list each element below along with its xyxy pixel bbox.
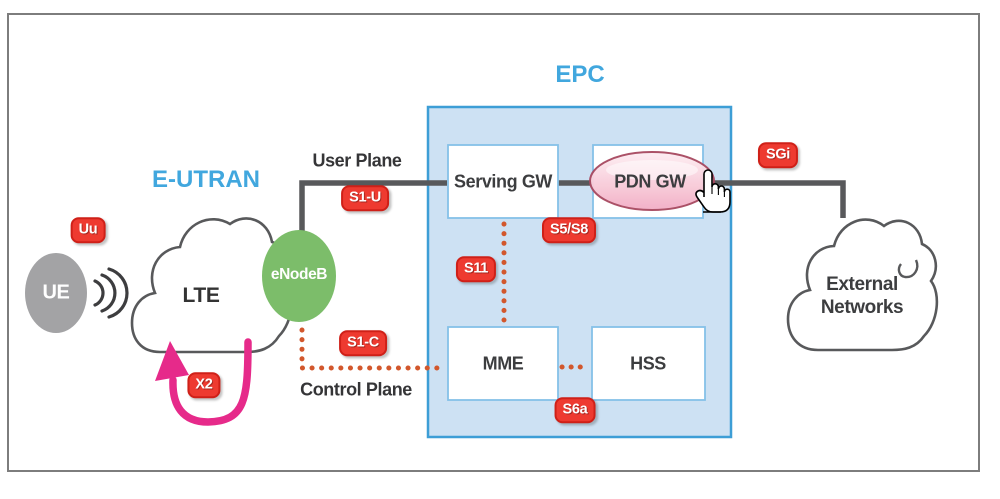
x2-arrow <box>169 338 252 426</box>
lte-label: LTE <box>182 284 220 307</box>
enodeb-label: eNodeB <box>270 266 328 283</box>
x2-arrowhead <box>155 341 189 381</box>
enodeb-circle <box>262 230 336 322</box>
user-plane-label: User Plane <box>312 150 402 171</box>
external-networks-line2: Networks <box>820 297 904 318</box>
s1u-line <box>299 180 447 236</box>
lte-cloud <box>130 217 293 354</box>
s1c-interface-badge: S1-C <box>339 330 387 356</box>
external-networks-cloud <box>786 218 939 352</box>
epc-title: EPC <box>555 61 605 88</box>
ue-circle <box>25 253 87 333</box>
hand-cursor-icon <box>695 169 731 213</box>
pdn-gw-label[interactable]: PDN GW <box>614 171 686 192</box>
external-networks-line1: External <box>826 274 898 296</box>
s1c-dotted-line <box>299 327 449 371</box>
mme-label: MME <box>482 353 524 374</box>
external-networks-label: External Networks <box>820 274 904 320</box>
sgi-line <box>700 180 846 218</box>
s5s8-interface-badge: S5/S8 <box>542 217 596 243</box>
radio-waves-icon <box>93 267 129 319</box>
hss-label: HSS <box>630 353 666 374</box>
control-plane-label: Control Plane <box>300 379 412 400</box>
s11-interface-badge: S11 <box>455 256 497 282</box>
mme-box <box>447 326 559 401</box>
pdn-gw-highlight-gloss <box>606 160 698 180</box>
uu-interface-badge: Uu <box>70 217 106 243</box>
s6a-interface-badge: S6a <box>554 397 596 423</box>
cloud-curl-detail <box>897 259 919 279</box>
ue-label: UE <box>42 281 70 304</box>
eutran-title: E-UTRAN <box>152 166 260 193</box>
hss-box <box>591 326 706 401</box>
serving-gw-box <box>447 144 559 219</box>
s1u-interface-badge: S1-U <box>341 185 389 211</box>
x2-interface-badge: X2 <box>187 372 221 398</box>
serving-gw-label: Serving GW <box>453 171 553 192</box>
sgi-interface-badge: SGi <box>757 142 799 168</box>
